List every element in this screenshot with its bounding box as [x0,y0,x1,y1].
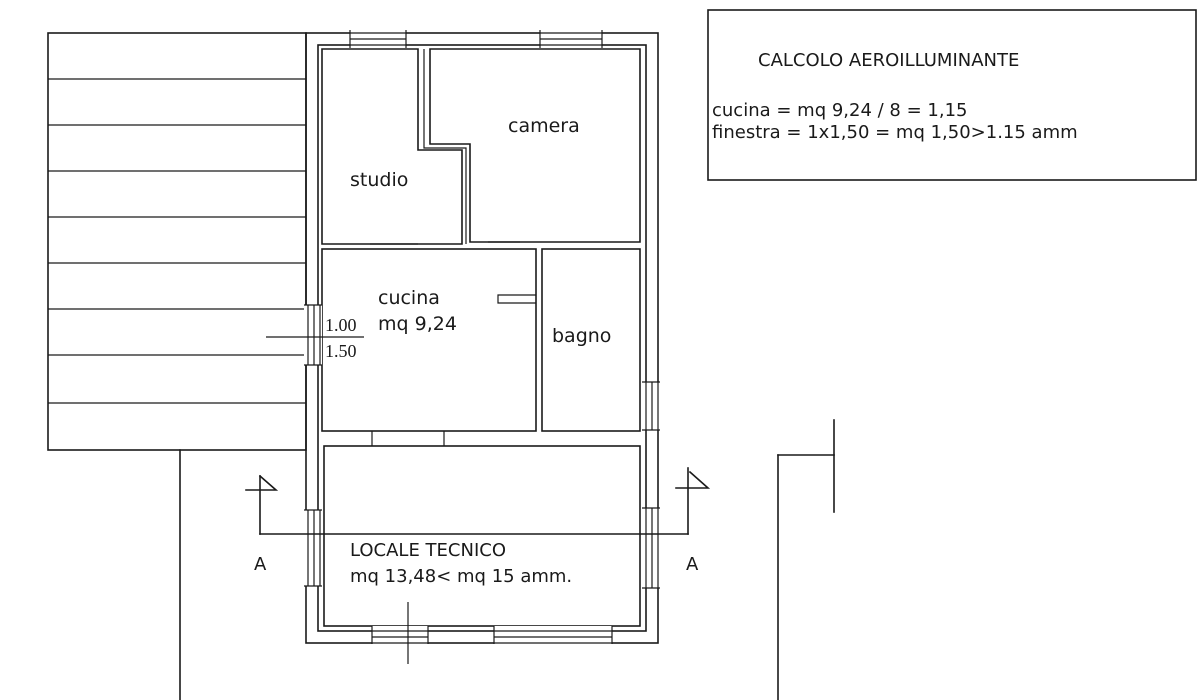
bagno-window [642,381,660,431]
cucina-window [266,304,364,366]
top-windows [349,30,603,48]
room-label-camera: camera [508,115,580,137]
locale-right-window [642,507,660,589]
room-label-studio: studio [350,169,408,191]
room-label-bagno: bagno [552,325,611,347]
room-label-cucina-area: mq 9,24 [378,313,457,335]
window-height-label: 1.50 [325,341,357,361]
calc-box-line-1: cucina = mq 9,24 / 8 = 1,15 [712,100,968,121]
locale-left-window [304,509,322,587]
section-line-a-a [245,467,711,535]
stair-ramp [47,32,307,451]
window-width-label: 1.00 [325,315,357,335]
section-mark-left: A [254,554,267,575]
room-bagno-outline [541,248,641,432]
lot-boundary [179,419,835,700]
cucina-door [371,431,445,446]
locale-bottom-openings [371,602,613,664]
room-label-cucina: cucina [378,287,440,309]
room-label-locale-tecnico: LOCALE TECNICO [350,540,506,561]
room-camera-outline [423,48,641,244]
room-locale-tecnico-outline [323,445,641,627]
calc-box-title: CALCOLO AEROILLUMINANTE [758,50,1019,71]
partition-mid [370,241,520,245]
section-mark-right: A [686,554,699,575]
room-cucina-outline [321,248,537,432]
calc-box-line-2: finestra = 1x1,50 = mq 1,50>1.15 amm [712,122,1078,143]
room-studio-outline [321,48,463,245]
room-label-locale-area: mq 13,48< mq 15 amm. [350,566,572,587]
calc-box: CALCOLO AEROILLUMINANTE cucina = mq 9,24… [707,9,1197,181]
